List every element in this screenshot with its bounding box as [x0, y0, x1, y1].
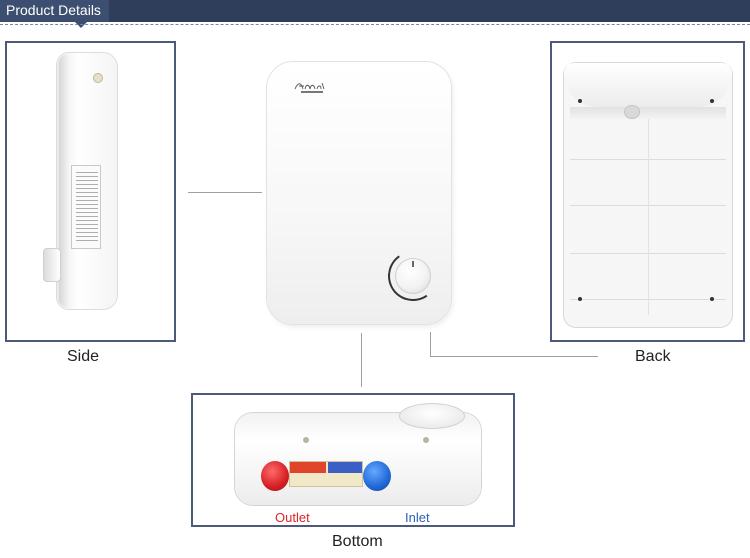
- outlet-fitting: [261, 461, 289, 491]
- back-view-panel: [550, 41, 745, 342]
- side-view-panel: [5, 41, 176, 342]
- back-view-screw-hole: [710, 99, 714, 103]
- side-connector-line: [188, 192, 262, 193]
- front-view-heater: [267, 62, 451, 324]
- back-view-hanging-hole: [624, 105, 640, 119]
- brand-logo-underline: [301, 91, 323, 93]
- back-view-screw-hole: [710, 297, 714, 301]
- bottom-connector-line: [361, 333, 362, 387]
- side-view-pipe-connector: [43, 248, 61, 282]
- inlet-sticker-band: [328, 462, 362, 473]
- header-notch: [75, 22, 87, 28]
- header-divider: [0, 24, 750, 25]
- header-bar: [0, 0, 750, 22]
- bottom-view-dial: [399, 403, 465, 429]
- back-caption: Back: [635, 348, 671, 365]
- bottom-view-panel: Outlet Inlet: [191, 393, 515, 527]
- side-view-edge: [59, 55, 69, 307]
- inlet-fitting: [363, 461, 391, 491]
- brand-logo-script-icon: [294, 82, 325, 90]
- side-view-mount-screw: [93, 73, 103, 83]
- inlet-label: Inlet: [405, 510, 430, 525]
- header-tab: Product Details: [0, 0, 109, 22]
- back-view-mount-rail: [570, 107, 726, 119]
- outlet-sticker-band: [290, 462, 326, 473]
- page-title: Product Details: [6, 2, 101, 18]
- back-view-center-rib: [648, 119, 649, 315]
- back-connector-line-horizontal: [430, 356, 598, 357]
- spec-sticker-text-lines: [76, 172, 98, 244]
- back-connector-line-vertical: [430, 332, 431, 356]
- side-view-spec-sticker: [71, 165, 101, 249]
- back-view-top-cap: [564, 63, 732, 107]
- outlet-label: Outlet: [275, 510, 310, 525]
- back-view-screw-hole: [578, 99, 582, 103]
- bottom-caption: Bottom: [332, 533, 383, 550]
- back-view-screw-hole: [578, 297, 582, 301]
- bottom-view-screw: [423, 437, 429, 443]
- outlet-inlet-sticker: [289, 461, 363, 487]
- brand-logo: [293, 80, 327, 95]
- side-caption: Side: [67, 348, 100, 365]
- bottom-view-screw: [303, 437, 309, 443]
- temperature-dial-indicator: [412, 261, 414, 267]
- back-view-heater-body: [564, 63, 732, 327]
